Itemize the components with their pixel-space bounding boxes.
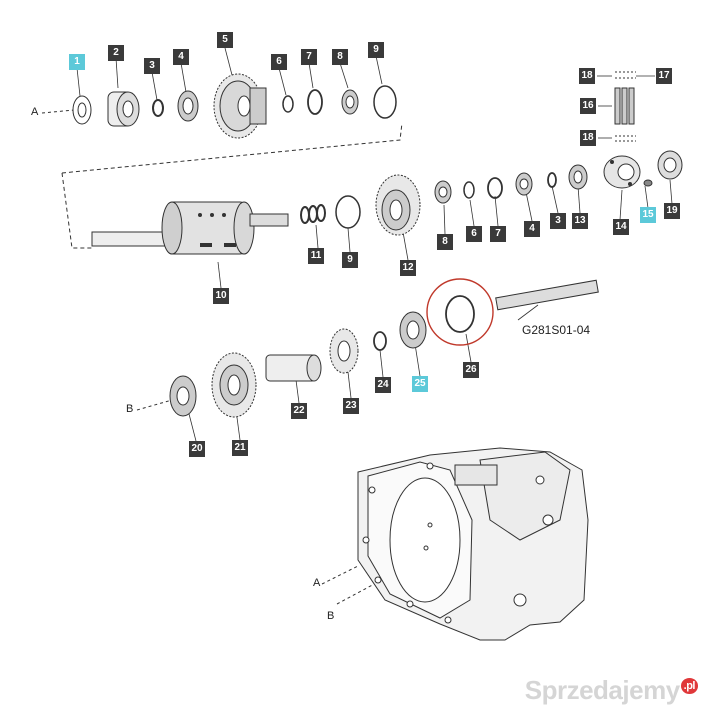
- part-22-sleeve: [265, 354, 322, 382]
- part-9-ring: [373, 85, 397, 119]
- part-24-snap-ring: [373, 331, 387, 351]
- leader-line-a: [41, 109, 75, 114]
- part-11-springs: [300, 204, 326, 224]
- part-6-washer: [282, 95, 294, 113]
- leader-line-b: [136, 399, 173, 411]
- callout-3: 3: [144, 58, 160, 74]
- part-5-gear: [213, 73, 267, 139]
- part-13-bearing: [568, 164, 588, 190]
- part-7-snap-ring-lower: [487, 177, 503, 199]
- leader-line-b-housing: [336, 581, 379, 605]
- callout-9: 9: [368, 42, 384, 58]
- callout-8-lower: 8: [437, 234, 453, 250]
- callout-4-lower: 4: [524, 221, 540, 237]
- part-14-cover: [603, 155, 641, 189]
- callout-5: 5: [217, 32, 233, 48]
- part-4-bearing-lower: [515, 172, 533, 196]
- callout-6-lower: 6: [466, 226, 482, 242]
- part-17-18-pins: [615, 71, 636, 142]
- part-1-washer: [72, 95, 92, 125]
- callout-7: 7: [301, 49, 317, 65]
- leader-line-a-housing: [321, 565, 359, 585]
- highlight-circle: [426, 278, 494, 346]
- part-3-snap-ring-lower: [547, 172, 557, 188]
- output-shaft: [495, 279, 599, 311]
- callout-11: 11: [308, 248, 324, 264]
- letter-a-housing: A: [313, 577, 321, 589]
- callout-22: 22: [291, 403, 307, 419]
- part-23-gear: [329, 328, 359, 374]
- part-19-seal: [657, 150, 683, 180]
- callout-14: 14: [613, 219, 629, 235]
- callout-18-top: 18: [579, 68, 595, 84]
- callout-1: 1: [69, 54, 85, 70]
- part-16-rollers: [614, 87, 635, 125]
- diagram-code: G281S01-04: [522, 323, 591, 337]
- letter-b-housing: B: [327, 610, 335, 622]
- part-21-gear: [211, 352, 257, 418]
- part-4-bearing: [177, 90, 199, 122]
- callout-19: 19: [664, 203, 680, 219]
- watermark-suffix: .pl: [680, 678, 698, 695]
- dashed-guide-line: [61, 122, 403, 174]
- part-3-snap-ring: [152, 99, 164, 117]
- callout-25: 25: [412, 376, 428, 392]
- callout-16: 16: [580, 98, 596, 114]
- callout-3-lower: 3: [550, 213, 566, 229]
- callout-20: 20: [189, 441, 205, 457]
- dashed-guide-line: [61, 172, 92, 249]
- watermark-text: Sprzedajemy: [524, 675, 680, 705]
- callout-12: 12: [400, 260, 416, 276]
- part-6-washer-lower: [463, 181, 475, 199]
- callout-10: 10: [213, 288, 229, 304]
- part-10-clutch-assembly: [91, 201, 289, 255]
- transmission-housing: [357, 447, 589, 641]
- letter-b-left: B: [126, 403, 134, 415]
- callout-26: 26: [463, 362, 479, 378]
- callout-7-lower: 7: [490, 226, 506, 242]
- part-25-bearing: [399, 311, 427, 349]
- part-7-snap-ring: [307, 89, 323, 115]
- callout-23: 23: [343, 398, 359, 414]
- callout-24: 24: [375, 377, 391, 393]
- part-20-bearing: [169, 375, 197, 417]
- watermark: Sprzedajemy.pl: [525, 675, 698, 706]
- part-8-bearing-lower: [434, 180, 452, 204]
- part-2-bearing: [107, 91, 140, 127]
- callout-15: 15: [640, 207, 656, 223]
- callout-18-bottom: 18: [580, 130, 596, 146]
- letter-a-top: A: [31, 106, 39, 118]
- callout-17: 17: [656, 68, 672, 84]
- part-15-plug: [643, 179, 653, 187]
- part-26-snap-ring: [445, 295, 475, 333]
- callout-8: 8: [332, 49, 348, 65]
- part-9-ring-lower: [335, 195, 361, 229]
- callout-6: 6: [271, 54, 287, 70]
- part-8-bearing: [341, 89, 359, 115]
- callout-2: 2: [108, 45, 124, 61]
- part-12-gear: [375, 174, 421, 236]
- callout-9-lower: 9: [342, 252, 358, 268]
- callout-21: 21: [232, 440, 248, 456]
- callout-13: 13: [572, 213, 588, 229]
- callout-4: 4: [173, 49, 189, 65]
